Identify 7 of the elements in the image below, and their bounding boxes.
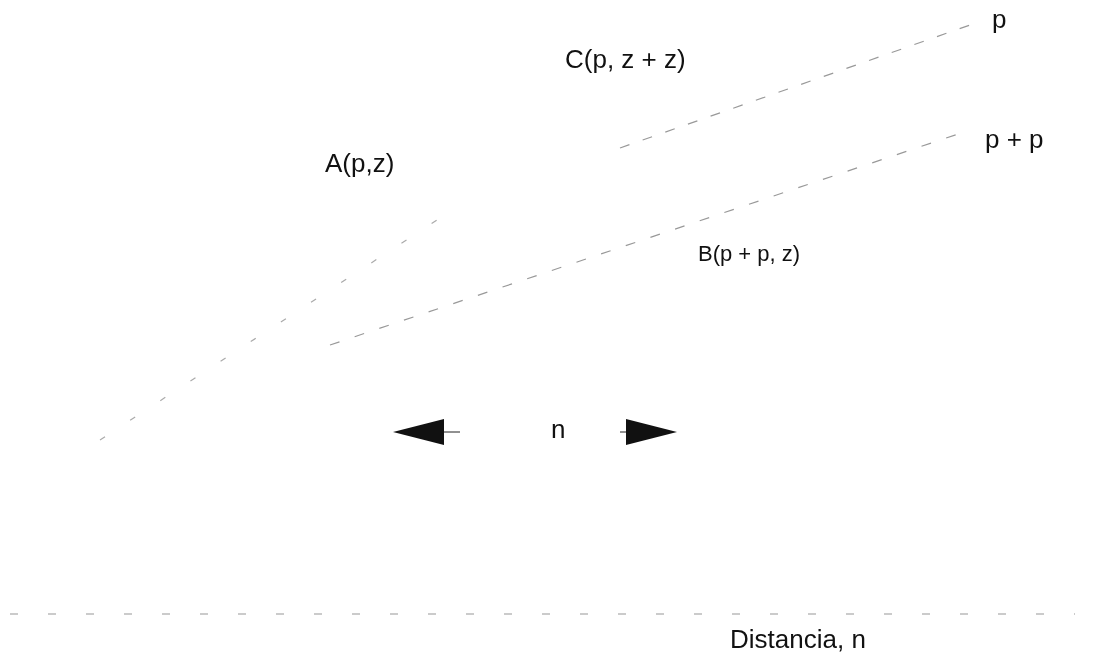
point-label: B(p + p, z) — [698, 243, 801, 265]
point-label: C(p, z + z) — [565, 46, 686, 72]
point-label: A(p,z) — [325, 150, 395, 176]
dimension-label: n — [551, 416, 566, 442]
isobar-label: p + p — [985, 126, 1044, 152]
axis-label: Distancia, n — [730, 626, 866, 652]
isobar-label: p — [992, 6, 1007, 32]
